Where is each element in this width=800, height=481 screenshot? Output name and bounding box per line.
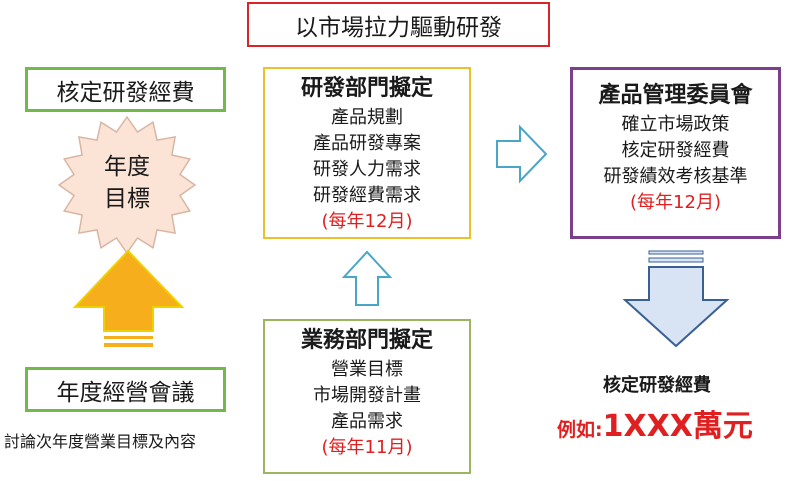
approve-budget-box: 核定研發經費 — [25, 67, 226, 112]
rd-item-2: 產品研發專案 — [313, 133, 421, 154]
committee-item-2: 核定研發經費 — [621, 140, 730, 161]
rd-header: 研發部門擬定 — [300, 76, 433, 101]
arrow-up-stripe-1 — [104, 343, 153, 347]
sales-item-2: 市場開發計畫 — [313, 385, 421, 406]
star-label-line2: 目標 — [104, 186, 150, 212]
annual-meeting-box: 年度經營會議 — [25, 367, 226, 412]
committee-item-1: 確立市場政策 — [621, 114, 730, 135]
committee-header: 產品管理委員會 — [598, 83, 753, 108]
sales-item-3: 產品需求 — [331, 411, 403, 432]
result-example: 例如:1XXX萬元 — [557, 401, 753, 445]
sales-schedule: (每年11月) — [321, 437, 413, 458]
committee-schedule: (每年12月) — [630, 192, 721, 213]
committee-item-3: 研發績效考核基準 — [603, 166, 748, 187]
result-label: 核定研發經費 — [603, 375, 711, 396]
result-example-value: 1XXX萬元 — [602, 409, 753, 444]
star-label: 年度 目標 — [80, 151, 174, 215]
rd-item-1: 產品規劃 — [331, 107, 403, 128]
rd-schedule: (每年12月) — [321, 211, 413, 232]
product-committee-box: 產品管理委員會 確立市場政策 核定研發經費 研發績效考核基準 (每年12月) — [570, 67, 781, 239]
rd-item-4: 研發經費需求 — [313, 185, 421, 206]
sales-department-box: 業務部門擬定 營業目標 市場開發計畫 產品需求 (每年11月) — [263, 319, 471, 474]
diagram-title: 以市場拉力驅動研發 — [247, 2, 550, 47]
sales-item-1: 營業目標 — [331, 359, 403, 380]
sales-header: 業務部門擬定 — [300, 328, 433, 353]
result-example-prefix: 例如: — [557, 419, 603, 441]
annual-meeting-text: 年度經營會議 — [56, 379, 195, 406]
diagram-title-text: 以市場拉力驅動研發 — [295, 14, 502, 41]
rd-item-3: 研發人力需求 — [313, 159, 421, 180]
annual-meeting-caption: 討論次年度營業目標及內容 — [4, 432, 197, 451]
rd-department-box: 研發部門擬定 產品規劃 產品研發專案 研發人力需求 研發經費需求 (每年12月) — [263, 67, 471, 239]
star-label-line1: 年度 — [104, 154, 150, 180]
arrow-up-stripe-2 — [104, 336, 153, 339]
arrow-up-body — [72, 249, 185, 332]
approve-budget-text: 核定研發經費 — [56, 79, 195, 106]
